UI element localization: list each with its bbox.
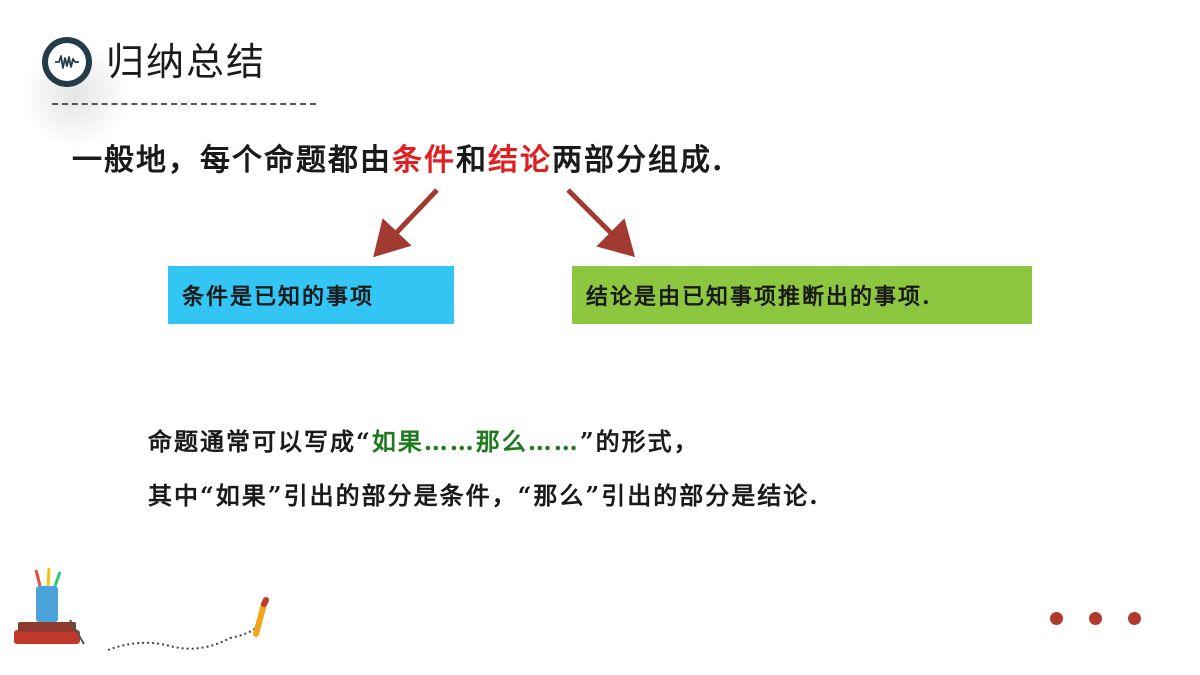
conclusion-word: 结论 bbox=[488, 143, 552, 178]
section-title: 归纳总结 bbox=[106, 40, 267, 84]
dot bbox=[1128, 612, 1141, 625]
arrow-to-condition bbox=[373, 188, 439, 258]
line1-suffix: ”的形式， bbox=[579, 427, 700, 456]
if-then-phrase: 如果……那么…… bbox=[371, 427, 580, 456]
waveform-icon bbox=[42, 37, 92, 87]
statement-connector: 和 bbox=[456, 143, 488, 178]
statement-suffix: 两部分组成. bbox=[552, 143, 725, 178]
title-divider bbox=[52, 103, 316, 105]
paragraph-line-1: 命题通常可以写成“如果……那么……”的形式， bbox=[148, 424, 700, 460]
main-statement: 一般地，每个命题都由条件和结论两部分组成. bbox=[72, 138, 724, 184]
conclusion-box: 结论是由已知事项推断出的事项. bbox=[572, 266, 1032, 324]
condition-word: 条件 bbox=[392, 143, 456, 178]
condition-box: 条件是已知的事项 bbox=[168, 266, 454, 324]
arrow-to-conclusion bbox=[566, 188, 636, 258]
stationery-decoration bbox=[14, 567, 269, 651]
line1-prefix: 命题通常可以写成“ bbox=[148, 427, 372, 456]
page-dots bbox=[1050, 612, 1141, 625]
dot bbox=[1050, 612, 1063, 625]
dot bbox=[1089, 612, 1102, 625]
paragraph-line-2: 其中“如果”引出的部分是条件，“那么”引出的部分是结论. bbox=[148, 481, 820, 510]
statement-prefix: 一般地，每个命题都由 bbox=[72, 143, 392, 178]
